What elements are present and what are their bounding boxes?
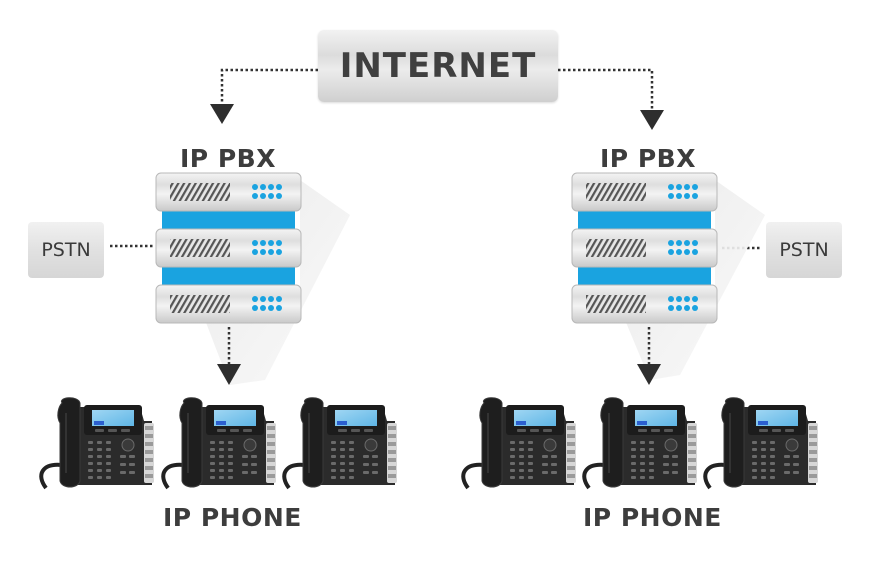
pbx-left-to-phones-link [217, 327, 241, 385]
pstn-left-node: PSTN [28, 222, 104, 278]
server-led-icon [668, 184, 698, 199]
server-connector-band [162, 209, 295, 231]
server-connector-band [162, 265, 295, 287]
server-unit [571, 172, 718, 212]
server-vent-icon [170, 239, 230, 257]
ip-phone-icon [161, 397, 276, 490]
server-led-icon [668, 240, 698, 255]
server-unit [571, 228, 718, 268]
arrow-down-icon [210, 104, 234, 124]
pbx-right-server-stack [571, 172, 718, 324]
pstn-left-label: PSTN [41, 239, 91, 261]
arrow-down-icon [640, 110, 664, 130]
server-unit [155, 228, 302, 268]
pbx-left-title: IP PBX [180, 144, 276, 173]
pstn-right-label: PSTN [779, 239, 829, 261]
ip-phone-icon [461, 397, 576, 490]
ip-phone-icon [282, 397, 397, 490]
ip-phone-icon [39, 397, 154, 490]
phones-right-title: IP PHONE [583, 503, 722, 532]
ip-phones [39, 397, 818, 490]
pbx-right-shadow [625, 180, 765, 380]
phones-left-title: IP PHONE [163, 503, 302, 532]
server-connector-band [578, 265, 711, 287]
ip-phone-icon [703, 397, 818, 490]
server-unit [571, 284, 718, 324]
pbx-right-title: IP PBX [600, 144, 696, 173]
pbx-left-shadow [205, 180, 350, 385]
server-vent-icon [586, 239, 646, 257]
pstn-right-node: PSTN [766, 222, 842, 278]
server-led-icon [252, 184, 282, 199]
ip-phone-icon [582, 397, 697, 490]
server-unit [155, 172, 302, 212]
server-unit [155, 284, 302, 324]
internet-to-pbx-left-link [210, 68, 318, 124]
arrow-down-icon [637, 364, 661, 385]
server-vent-icon [170, 183, 230, 201]
server-led-icon [668, 296, 698, 311]
server-vent-icon [586, 295, 646, 313]
internet-label: INTERNET [339, 46, 537, 86]
server-vent-icon [586, 183, 646, 201]
server-led-icon [252, 240, 282, 255]
server-vent-icon [170, 295, 230, 313]
pbx-right-to-phones-link [637, 327, 661, 385]
arrow-down-icon [217, 364, 241, 385]
server-connector-band [578, 209, 711, 231]
server-led-icon [252, 296, 282, 311]
internet-to-pbx-right-link [558, 68, 664, 130]
pbx-left-server-stack [155, 172, 302, 324]
internet-node: INTERNET [318, 30, 558, 102]
